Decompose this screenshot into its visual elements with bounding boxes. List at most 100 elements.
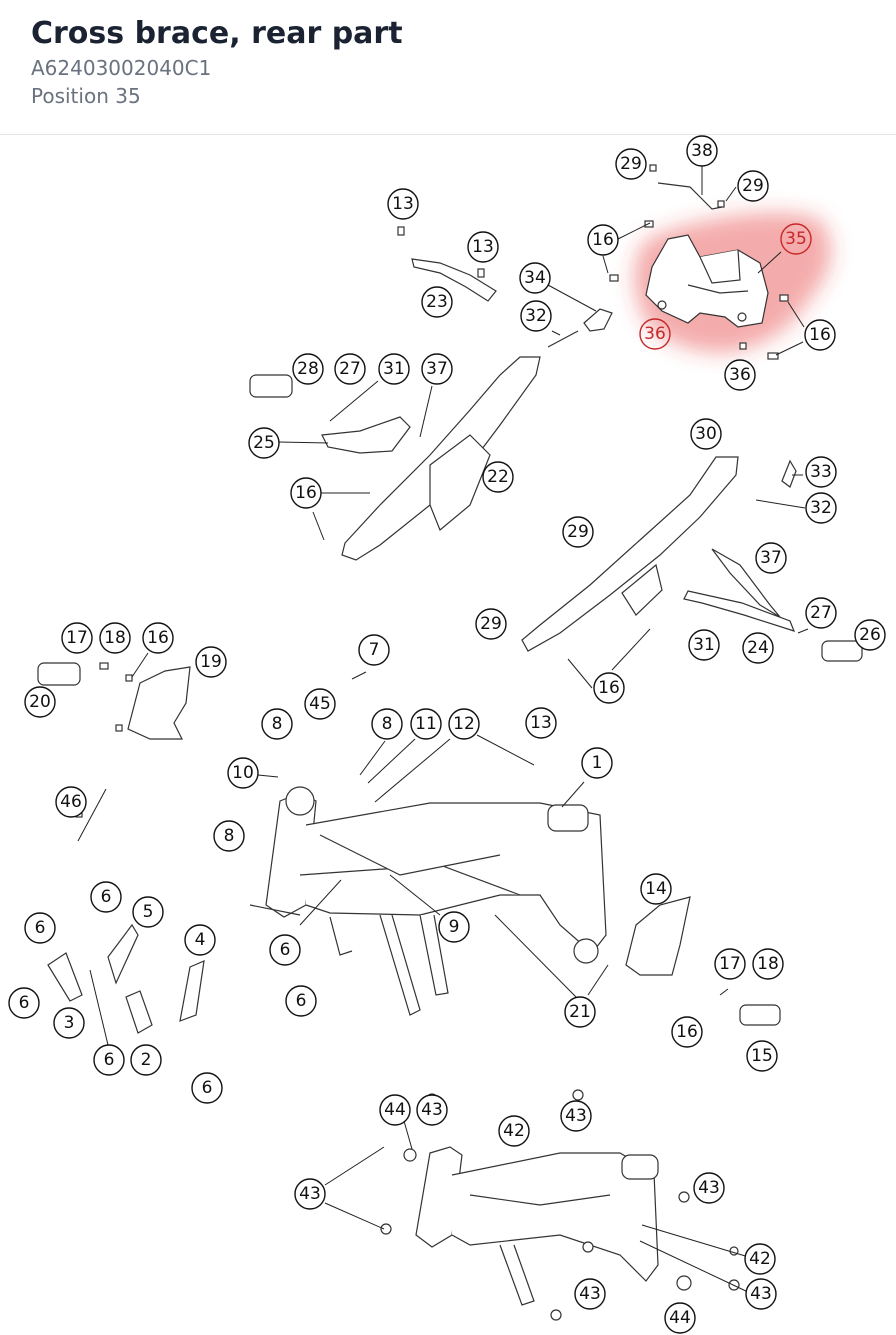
- svg-text:33: 33: [810, 462, 832, 482]
- callout-13[interactable]: 13: [525, 707, 557, 739]
- callout-16[interactable]: 16: [804, 319, 836, 351]
- rod-46[interactable]: [77, 788, 107, 842]
- callout-5[interactable]: 5: [132, 896, 164, 928]
- callout-27[interactable]: 27: [334, 353, 366, 385]
- callout-12[interactable]: 12: [448, 708, 480, 740]
- callout-18[interactable]: 18: [752, 948, 784, 980]
- callout-14[interactable]: 14: [640, 873, 672, 905]
- svg-text:27: 27: [339, 359, 361, 379]
- callout-36-highlighted[interactable]: 36: [639, 318, 671, 350]
- callout-31[interactable]: 31: [378, 353, 410, 385]
- callout-4[interactable]: 4: [184, 924, 216, 956]
- callout-6[interactable]: 6: [191, 1072, 223, 1104]
- callout-29[interactable]: 29: [475, 608, 507, 640]
- callout-17[interactable]: 17: [61, 622, 93, 654]
- callout-30[interactable]: 30: [690, 418, 722, 450]
- svg-text:22: 22: [487, 467, 509, 487]
- callout-19[interactable]: 19: [195, 646, 227, 678]
- footpeg-26[interactable]: [821, 640, 863, 662]
- callout-42[interactable]: 42: [744, 1243, 776, 1275]
- callout-35-highlighted[interactable]: 35: [780, 223, 812, 255]
- callout-6[interactable]: 6: [24, 912, 56, 944]
- callout-13[interactable]: 13: [387, 188, 419, 220]
- footrest-bracket-19[interactable]: [127, 666, 191, 740]
- footrest-bracket-14[interactable]: [625, 896, 691, 976]
- callout-3[interactable]: 3: [53, 1007, 85, 1039]
- callout-38[interactable]: 38: [686, 135, 718, 167]
- callout-27[interactable]: 27: [805, 597, 837, 629]
- footpeg-28[interactable]: [249, 374, 293, 398]
- callout-34[interactable]: 34: [519, 262, 551, 294]
- cross-brace-rear-part[interactable]: [645, 234, 769, 328]
- callout-45[interactable]: 45: [304, 688, 336, 720]
- callout-29[interactable]: 29: [615, 148, 647, 180]
- callout-6[interactable]: 6: [93, 1044, 125, 1076]
- callout-20[interactable]: 20: [24, 686, 56, 718]
- callout-15[interactable]: 15: [746, 1040, 778, 1072]
- main-frame[interactable]: [249, 786, 607, 1016]
- footpeg-20[interactable]: [37, 662, 81, 686]
- callout-44[interactable]: 44: [664, 1302, 696, 1334]
- callout-18[interactable]: 18: [99, 622, 131, 654]
- callout-43[interactable]: 43: [693, 1172, 725, 1204]
- callout-33[interactable]: 33: [805, 456, 837, 488]
- svg-text:16: 16: [676, 1022, 698, 1042]
- callout-22[interactable]: 22: [482, 461, 514, 493]
- right-subframe-30[interactable]: [521, 456, 739, 652]
- callout-25[interactable]: 25: [248, 427, 280, 459]
- callout-43[interactable]: 43: [745, 1278, 777, 1310]
- svg-text:5: 5: [143, 902, 154, 922]
- callout-6[interactable]: 6: [8, 987, 40, 1019]
- svg-text:6: 6: [101, 887, 112, 907]
- callout-23[interactable]: 23: [421, 286, 453, 318]
- callout-6[interactable]: 6: [285, 985, 317, 1017]
- callout-29[interactable]: 29: [562, 516, 594, 548]
- callout-8[interactable]: 8: [371, 708, 403, 740]
- callout-8[interactable]: 8: [261, 708, 293, 740]
- bolt-32[interactable]: [547, 330, 579, 348]
- callout-11[interactable]: 11: [410, 708, 442, 740]
- callout-29[interactable]: 29: [737, 170, 769, 202]
- callout-43[interactable]: 43: [416, 1094, 448, 1126]
- callout-16[interactable]: 16: [142, 622, 174, 654]
- callout-17[interactable]: 17: [714, 948, 746, 980]
- callout-16[interactable]: 16: [593, 672, 625, 704]
- callout-31[interactable]: 31: [688, 629, 720, 661]
- reflector-34[interactable]: [583, 308, 613, 332]
- svg-text:6: 6: [202, 1078, 213, 1098]
- callout-37[interactable]: 37: [755, 542, 787, 574]
- callout-10[interactable]: 10: [227, 757, 259, 789]
- callout-16[interactable]: 16: [587, 224, 619, 256]
- callout-1[interactable]: 1: [581, 747, 613, 779]
- callout-36[interactable]: 36: [724, 359, 756, 391]
- callout-43[interactable]: 43: [574, 1278, 606, 1310]
- callout-2[interactable]: 2: [130, 1044, 162, 1076]
- callout-43[interactable]: 43: [560, 1100, 592, 1132]
- callout-9[interactable]: 9: [438, 911, 470, 943]
- callout-6[interactable]: 6: [90, 881, 122, 913]
- callout-46[interactable]: 46: [55, 786, 87, 818]
- callout-32[interactable]: 32: [805, 492, 837, 524]
- callout-24[interactable]: 24: [742, 632, 774, 664]
- callout-26[interactable]: 26: [854, 619, 886, 651]
- svg-text:6: 6: [35, 918, 46, 938]
- peg-bracket-24[interactable]: [683, 548, 796, 632]
- callout-6[interactable]: 6: [269, 934, 301, 966]
- callout-28[interactable]: 28: [292, 353, 324, 385]
- callout-16[interactable]: 16: [671, 1016, 703, 1048]
- callout-21[interactable]: 21: [564, 996, 596, 1028]
- callout-7[interactable]: 7: [358, 634, 390, 666]
- callout-43[interactable]: 43: [294, 1178, 326, 1210]
- bracket-38[interactable]: [657, 182, 723, 210]
- callout-42[interactable]: 42: [498, 1115, 530, 1147]
- callout-44[interactable]: 44: [379, 1094, 411, 1126]
- footpeg-15[interactable]: [739, 1004, 781, 1026]
- callout-16[interactable]: 16: [290, 477, 322, 509]
- bracket-23[interactable]: [411, 258, 497, 302]
- callout-13[interactable]: 13: [467, 231, 499, 263]
- reflector-33[interactable]: [781, 459, 797, 488]
- peg-bracket-25[interactable]: [321, 416, 411, 454]
- callout-32[interactable]: 32: [520, 300, 552, 332]
- callout-37[interactable]: 37: [421, 353, 453, 385]
- callout-8[interactable]: 8: [213, 820, 245, 852]
